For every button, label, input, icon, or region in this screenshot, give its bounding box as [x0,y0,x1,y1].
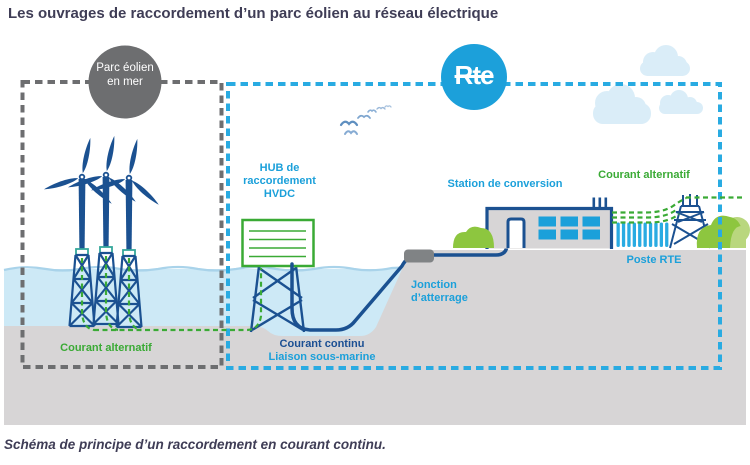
land-seabed [4,250,746,425]
label-hvdc-hub: HUB de raccordement HVDC [243,162,316,200]
rte-logo-icon [441,44,507,110]
offshore-park-badge [88,45,162,119]
busbar-icon [616,222,669,247]
label-poste-rte: Poste RTE [626,254,682,266]
ac-current-lines [80,196,744,332]
label-conversion-station: Station de conversion [447,178,563,190]
label-dc-current: Courant continu [279,338,365,350]
offshore-platform-icon [241,218,315,333]
sea-wave-line [3,265,419,272]
door [506,217,526,248]
label-ac-left: Courant alternatif [60,342,152,354]
page-title: Les ouvrages de raccordement d’un parc é… [8,5,499,22]
label-ac-right: Courant alternatif [598,169,690,181]
offshore-zone-border [20,80,224,369]
rte-logo-text: Rte [454,60,495,90]
building-icon [485,197,614,249]
birds-icon [339,105,392,135]
cloud-icon [593,45,703,124]
label-landfall-junction: Jonction d’atterrage [411,279,468,304]
dc-cable [290,238,509,332]
figure-caption: Schéma de principe d’un raccordement en … [4,437,386,452]
offshore-park-badge-label: Parc éolien en mer [96,62,154,88]
label-submarine-link: Liaison sous-marine [268,351,376,363]
bush-icon [453,226,494,248]
windows [538,216,600,240]
junction-box-icon [404,249,434,263]
